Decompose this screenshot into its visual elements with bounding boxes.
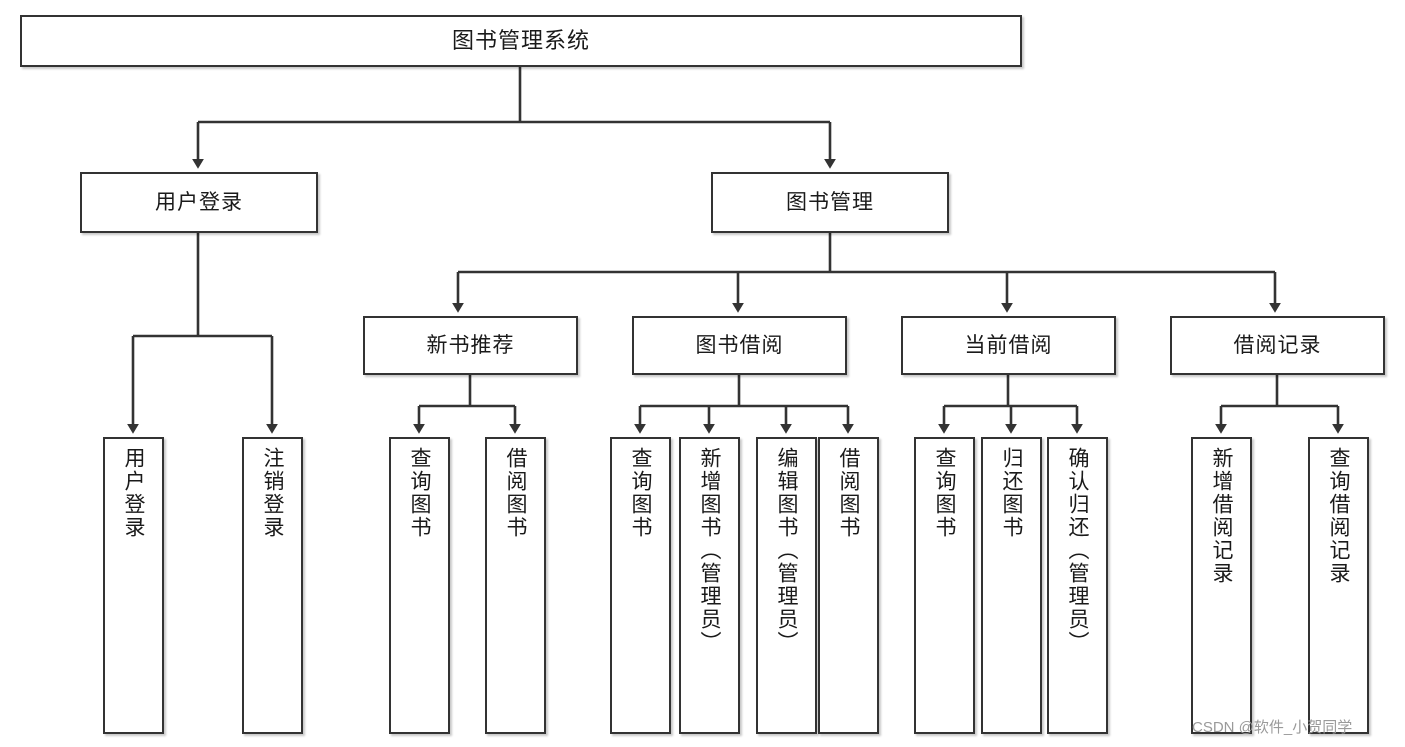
- node-label: 用户登录: [122, 447, 145, 539]
- node-current-borrow[interactable]: 当前借阅: [901, 316, 1116, 375]
- node-label: 借阅图书: [504, 447, 527, 539]
- node-leaf-return-book[interactable]: 归还图书: [981, 437, 1042, 734]
- node-leaf-borrow-book-1[interactable]: 借阅图书: [485, 437, 546, 734]
- node-leaf-add-record[interactable]: 新增借阅记录: [1191, 437, 1252, 734]
- node-label: 图书管理系统: [451, 27, 590, 53]
- node-leaf-confirm-return[interactable]: 确认归还（管理员）: [1047, 437, 1108, 734]
- node-label: 确认归还（管理员）: [1066, 447, 1089, 654]
- node-leaf-logout[interactable]: 注销登录: [242, 437, 303, 734]
- node-label: 查询图书: [408, 447, 431, 539]
- node-label: 查询图书: [629, 447, 652, 539]
- node-label: 归还图书: [1000, 447, 1023, 539]
- node-leaf-query-book-1[interactable]: 查询图书: [389, 437, 450, 734]
- node-label: 用户登录: [155, 190, 243, 214]
- node-label: 新增借阅记录: [1210, 447, 1233, 585]
- node-leaf-edit-book[interactable]: 编辑图书（管理员）: [756, 437, 817, 734]
- watermark: CSDN @软件_小贺同学: [1192, 719, 1353, 736]
- node-leaf-add-book[interactable]: 新增图书（管理员）: [679, 437, 740, 734]
- node-leaf-query-book-3[interactable]: 查询图书: [914, 437, 975, 734]
- node-leaf-user-login[interactable]: 用户登录: [103, 437, 164, 734]
- node-label: 注销登录: [261, 447, 284, 539]
- node-leaf-query-book-2[interactable]: 查询图书: [610, 437, 671, 734]
- node-label: 借阅记录: [1233, 333, 1322, 357]
- node-label: 图书管理: [786, 190, 874, 214]
- node-borrow-record[interactable]: 借阅记录: [1170, 316, 1385, 375]
- node-label: 新书推荐: [426, 333, 515, 357]
- node-label: 查询借阅记录: [1327, 447, 1350, 585]
- node-book-manage[interactable]: 图书管理: [711, 172, 949, 233]
- node-label: 借阅图书: [837, 447, 860, 539]
- node-book-borrow[interactable]: 图书借阅: [632, 316, 847, 375]
- node-new-book-recommend[interactable]: 新书推荐: [363, 316, 578, 375]
- node-label: 编辑图书（管理员）: [775, 447, 798, 654]
- node-label: 当前借阅: [964, 333, 1053, 357]
- node-leaf-borrow-book-2[interactable]: 借阅图书: [818, 437, 879, 734]
- node-leaf-query-record[interactable]: 查询借阅记录: [1308, 437, 1369, 734]
- node-label: 图书借阅: [695, 333, 784, 357]
- node-user-login[interactable]: 用户登录: [80, 172, 318, 233]
- node-root[interactable]: 图书管理系统: [20, 15, 1022, 67]
- node-label: 新增图书（管理员）: [698, 447, 721, 654]
- node-label: 查询图书: [933, 447, 956, 539]
